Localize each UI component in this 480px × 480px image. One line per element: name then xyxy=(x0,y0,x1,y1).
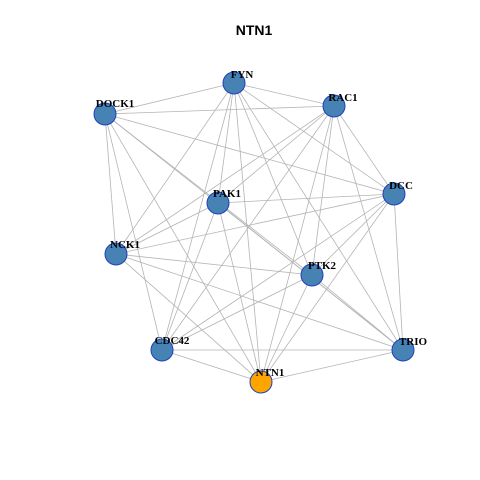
node-label-ntn1: NTN1 xyxy=(256,367,285,379)
node-label-dcc: DCC xyxy=(389,180,413,192)
edge-rac1-cdc42 xyxy=(161,105,335,351)
edge-fyn-trio xyxy=(233,82,404,351)
edge-rac1-dcc xyxy=(333,105,395,195)
edge-dcc-pak1 xyxy=(217,193,395,204)
edge-dcc-trio xyxy=(393,193,404,351)
edge-nck1-trio xyxy=(115,253,404,351)
node-label-nck1: NCK1 xyxy=(110,239,140,251)
node-rac1 xyxy=(322,94,346,118)
edge-fyn-ntn1 xyxy=(233,82,262,383)
node-ptk2 xyxy=(300,263,324,287)
node-label-rac1: RAC1 xyxy=(328,92,357,104)
node-dcc xyxy=(382,182,406,206)
node-label-pak1: PAK1 xyxy=(213,188,241,200)
edge-pak1-cdc42 xyxy=(161,202,219,351)
node-cdc42 xyxy=(150,338,174,362)
node-label-trio: TRIO xyxy=(399,336,428,348)
edge-rac1-nck1 xyxy=(115,105,335,255)
edge-dcc-nck1 xyxy=(115,193,395,255)
edge-dcc-ptk2 xyxy=(311,193,395,276)
edge-dock1-nck1 xyxy=(104,113,117,255)
edge-fyn-ptk2 xyxy=(233,82,313,276)
edge-rac1-dock1 xyxy=(104,105,335,115)
edge-rac1-trio xyxy=(333,105,404,351)
edge-ptk2-cdc42 xyxy=(161,274,313,351)
edge-nck1-ptk2 xyxy=(115,253,313,276)
nodes-layer xyxy=(93,71,415,394)
edge-dcc-cdc42 xyxy=(161,193,395,351)
edge-fyn-pak1 xyxy=(217,82,235,204)
node-label-dock1: DOCK1 xyxy=(96,98,135,110)
node-label-ptk2: PTK2 xyxy=(308,260,337,272)
node-nck1 xyxy=(104,242,128,266)
node-ntn1 xyxy=(249,370,273,394)
edge-ptk2-ntn1 xyxy=(260,274,313,383)
edge-rac1-ntn1 xyxy=(260,105,335,383)
edge-trio-ntn1 xyxy=(260,349,404,383)
node-trio xyxy=(391,338,415,362)
edge-pak1-nck1 xyxy=(115,202,219,255)
node-label-cdc42: CDC42 xyxy=(155,335,190,347)
edge-cdc42-ntn1 xyxy=(161,349,262,383)
edge-dock1-ntn1 xyxy=(104,113,262,383)
graph-title: NTN1 xyxy=(236,22,273,38)
edge-fyn-rac1 xyxy=(233,82,335,107)
edge-pak1-ntn1 xyxy=(217,202,262,383)
edge-fyn-cdc42 xyxy=(161,82,235,351)
edge-rac1-pak1 xyxy=(217,105,335,204)
node-pak1 xyxy=(206,191,230,215)
edge-fyn-dcc xyxy=(233,82,395,195)
edge-ptk2-trio xyxy=(311,274,404,351)
node-dock1 xyxy=(93,102,117,126)
edges-layer xyxy=(104,82,404,383)
node-fyn xyxy=(222,71,246,95)
edge-dock1-dcc xyxy=(104,113,395,195)
edge-fyn-dock1 xyxy=(104,82,235,115)
node-label-fyn: FYN xyxy=(231,69,254,81)
edge-nck1-ntn1 xyxy=(115,253,262,383)
edge-dock1-cdc42 xyxy=(104,113,163,351)
edge-rac1-ptk2 xyxy=(311,105,335,276)
